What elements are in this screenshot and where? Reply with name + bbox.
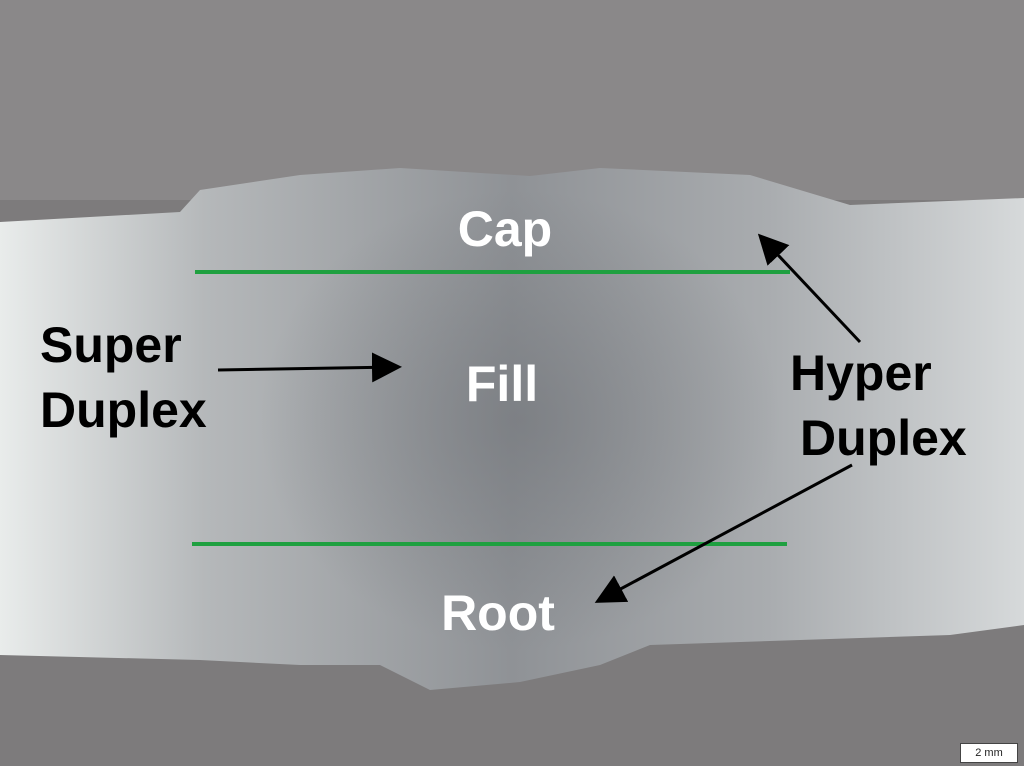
arrow-hyper-duplex-cap — [757, 233, 862, 344]
arrow-super-duplex — [217, 352, 402, 383]
label-fill: Fill — [466, 356, 538, 412]
scale-bar: 2 mm — [960, 743, 1018, 763]
arrow-hyper-duplex-root — [594, 463, 853, 603]
weld-zone — [260, 190, 780, 650]
label-super-duplex-line2: Duplex — [40, 382, 207, 438]
label-hyper-duplex-line2: Duplex — [800, 410, 967, 466]
label-super-duplex-line1: Super — [40, 317, 182, 373]
label-cap: Cap — [458, 201, 552, 257]
label-hyper-duplex-line1: Hyper — [790, 345, 932, 401]
label-root: Root — [441, 585, 555, 641]
background-top — [0, 0, 1024, 200]
